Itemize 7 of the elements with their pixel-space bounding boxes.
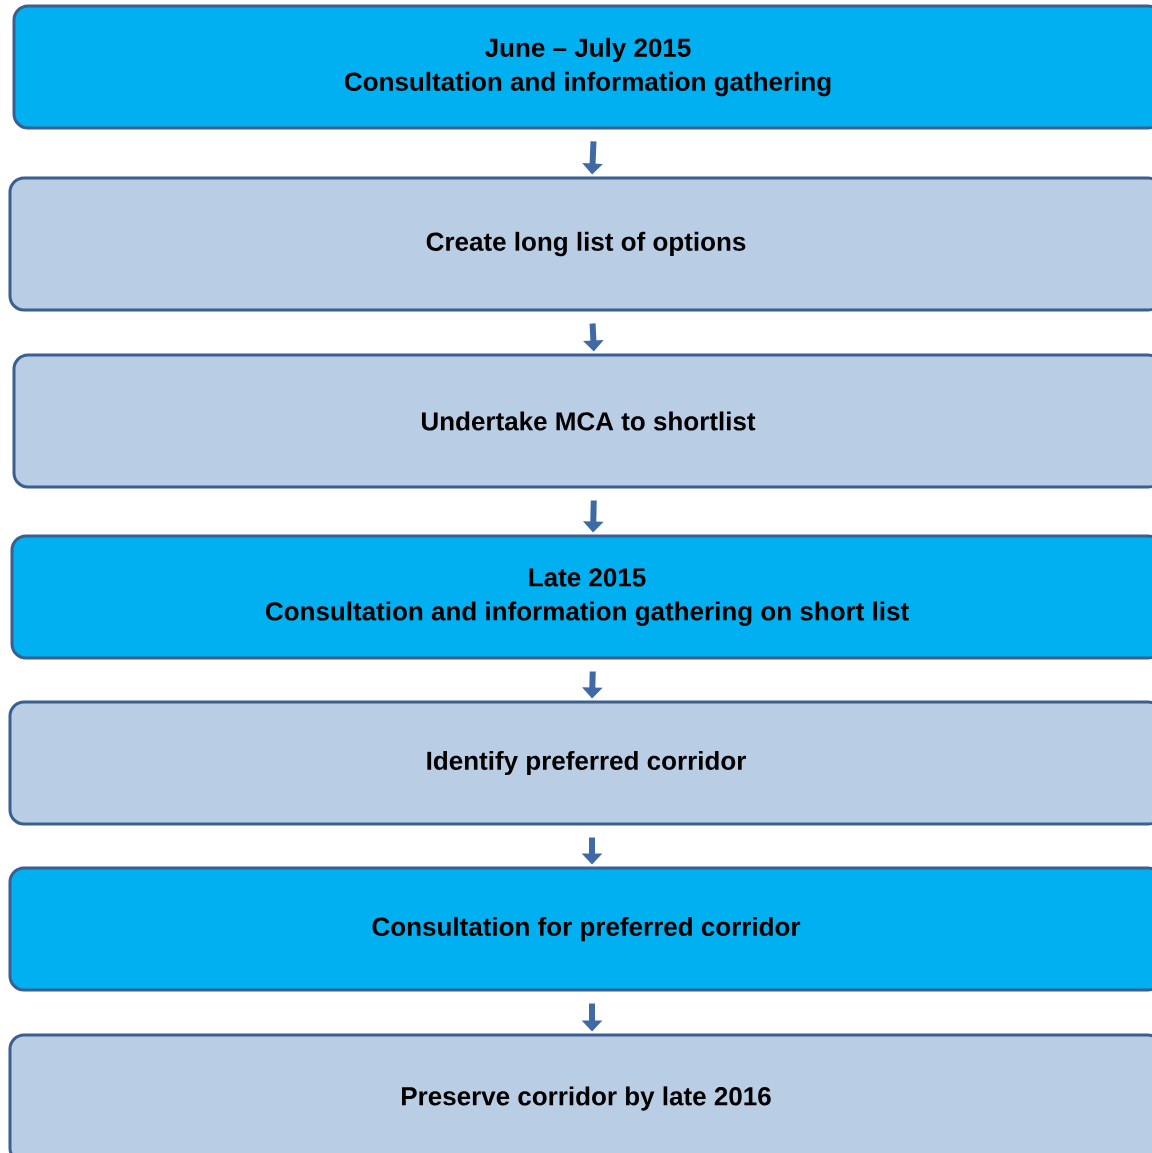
stage-box: Consultation for preferred corridor: [8, 866, 1152, 992]
stage-box: Late 2015 Consultation and information gathering on short list: [10, 534, 1152, 660]
stage-box: Identify preferred corridor: [8, 700, 1152, 826]
stage-box: June – July 2015 Consultation and information gathering: [12, 4, 1152, 130]
stage-box: Create long list of options: [8, 176, 1152, 312]
stage-box: Undertake MCA to shortlist: [12, 353, 1152, 489]
stage-box: Preserve corridor by late 2016: [8, 1033, 1152, 1153]
